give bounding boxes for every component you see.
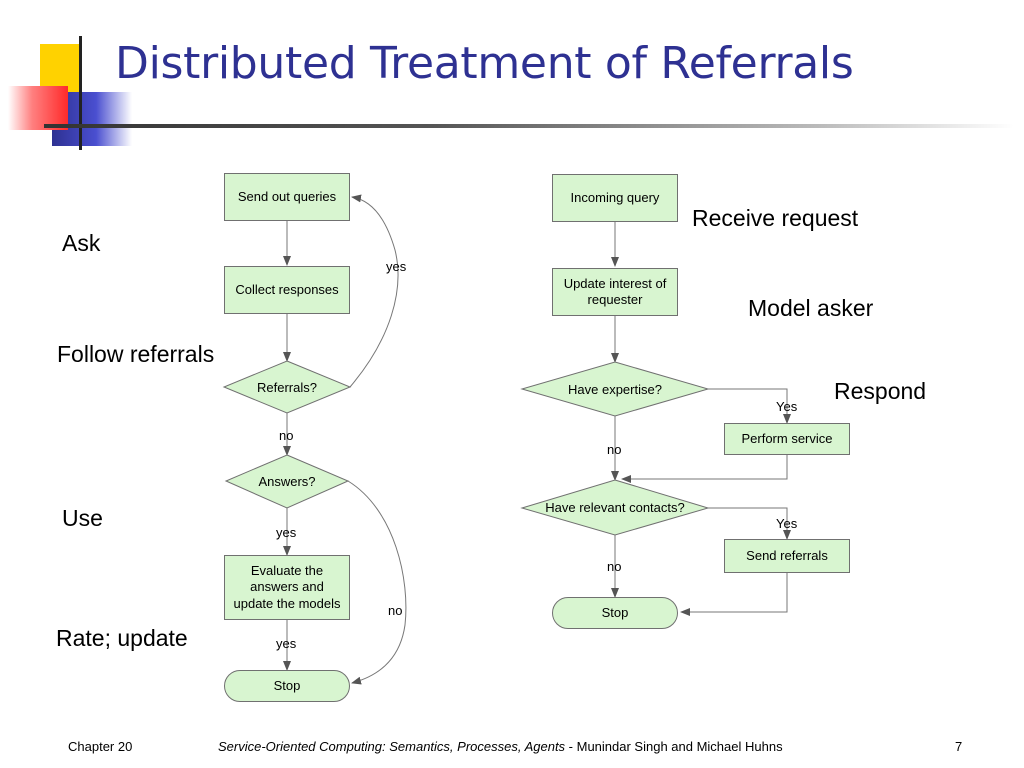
edge-referrals-to-stop	[680, 573, 788, 616]
logo-vertical-bar	[79, 36, 82, 150]
update-interest-node: Update interest of requester	[552, 268, 678, 316]
right-stop-node: Stop	[552, 597, 678, 629]
footer-citation: Service-Oriented Computing: Semantics, P…	[218, 739, 783, 754]
page-title: Distributed Treatment of Referrals	[115, 38, 854, 89]
send-referrals-node: Send referrals	[724, 539, 850, 573]
send-out-queries-node: Send out queries	[224, 173, 350, 221]
footer-chapter: Chapter 20	[68, 739, 133, 754]
expertise-decision-label: Have expertise?	[568, 382, 662, 397]
evaluate-node: Evaluate the answers and update the mode…	[224, 555, 350, 620]
answers-yes-label: yes	[276, 525, 297, 540]
edge-referrals-yes-loop	[349, 194, 399, 388]
logo-red-square	[8, 86, 68, 130]
contacts-yes-label: Yes	[776, 516, 798, 531]
edge-contacts-yes	[708, 507, 791, 540]
expertise-decision-shape	[520, 361, 710, 417]
side-label-ask: Ask	[62, 230, 101, 256]
answers-decision-label: Answers?	[258, 474, 316, 489]
collect-responses-node: Collect responses	[224, 266, 350, 314]
left-stop-node: Stop	[224, 670, 350, 702]
side-label-respond: Respond	[834, 378, 927, 404]
evaluate-yes-label: yes	[276, 636, 297, 651]
answers-no-label: no	[388, 603, 403, 618]
expertise-no-label: no	[607, 442, 622, 457]
logo-yellow-square	[40, 44, 80, 94]
referrals-no-label: no	[279, 428, 294, 443]
footer-authors: - Munindar Singh and Michael Huhns	[565, 739, 783, 754]
contacts-decision-label: Have relevant contacts?	[545, 500, 685, 515]
side-label-model-asker: Model asker	[748, 295, 874, 321]
referrals-decision-label: Referrals?	[257, 380, 317, 395]
side-label-follow-referrals: Follow referrals	[57, 341, 215, 367]
referrals-decision-shape	[222, 360, 352, 414]
edge-answers-no	[347, 480, 407, 685]
title-underline	[44, 124, 1014, 128]
side-label-receive-request: Receive request	[692, 205, 859, 231]
expertise-yes-label: Yes	[776, 399, 798, 414]
footer-page-number: 7	[955, 739, 963, 754]
side-label-use: Use	[62, 505, 103, 531]
edge-expertise-yes	[708, 388, 791, 424]
contacts-decision-shape	[520, 479, 710, 536]
contacts-no-label: no	[607, 559, 622, 574]
edge-perform-to-contacts	[621, 455, 788, 483]
answers-decision-shape	[224, 454, 350, 509]
incoming-query-node: Incoming query	[552, 174, 678, 222]
side-label-rate-update: Rate; update	[56, 625, 188, 651]
footer-book-title: Service-Oriented Computing: Semantics, P…	[218, 739, 566, 754]
perform-service-node: Perform service	[724, 423, 850, 455]
referrals-yes-label: yes	[386, 259, 407, 274]
